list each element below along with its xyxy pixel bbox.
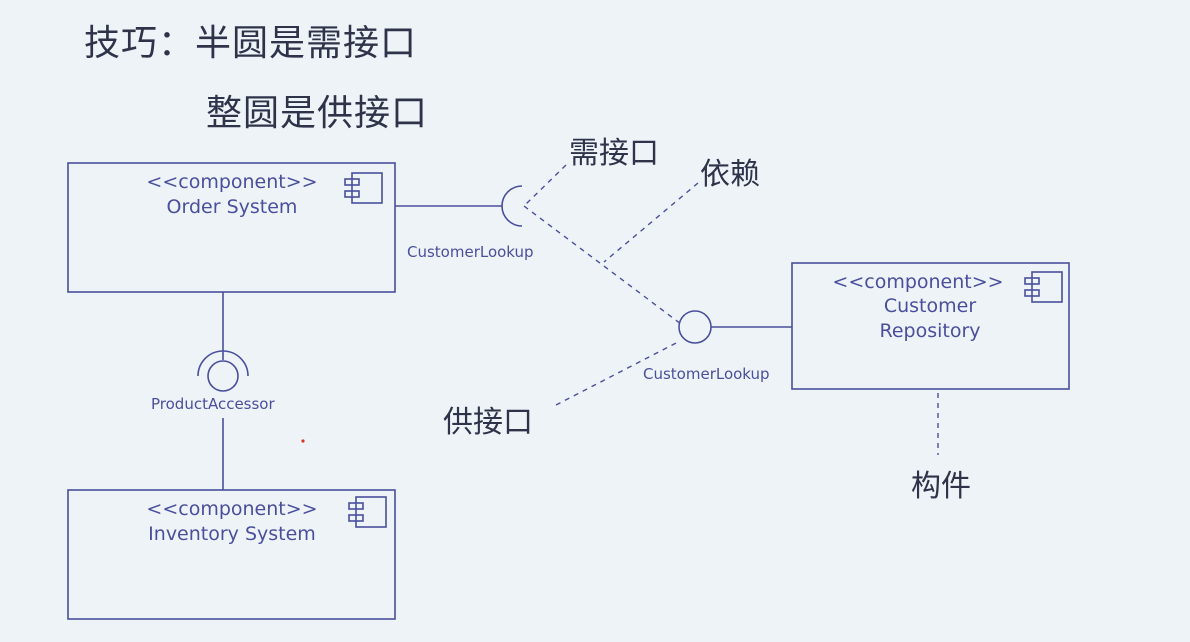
accessor-ball [207,360,239,392]
component-customer-repository[interactable]: <<component>> Customer Repository [791,262,1070,390]
required-interface-label: CustomerLookup [407,243,534,261]
annotation-pointer-required [523,164,567,207]
customer-repository-box [791,262,1070,390]
inventory-system-stereotype: <<component>> [146,498,317,520]
customer-repository-name-line2: Repository [879,320,980,342]
annotation-provided-interface: 供接口 [443,405,533,440]
provided-interface-label: CustomerLookup [643,365,770,383]
component-icon [344,172,383,204]
pointer-dot [301,439,305,443]
inventory-system-name: Inventory System [148,523,316,545]
annotation-component: 构件 [911,469,971,504]
socket-half-circle [501,185,523,227]
component-icon [1024,271,1063,303]
accessor-socket [197,350,249,377]
annotation-pointer-dependency [603,182,699,263]
inventory-system-box [67,489,396,620]
component-order-system[interactable]: <<component>> Order System [67,162,396,293]
required-interface-customer-lookup[interactable]: CustomerLookup [395,185,534,261]
slide-subtitle: 整圆是供接口 [206,93,429,134]
annotation-required-interface: 需接口 [569,136,659,171]
product-accessor-label: ProductAccessor [151,395,275,413]
component-icon [348,496,387,528]
dependency-dashed-line [523,205,682,325]
order-system-stereotype: <<component>> [146,171,317,193]
annotation-pointer-provided [555,340,681,406]
assembly-product-accessor[interactable]: ProductAccessor [151,292,275,490]
order-system-name: Order System [167,196,298,218]
component-inventory-system[interactable]: <<component>> Inventory System [67,489,396,620]
slide-title: 技巧：半圆是需接口 [84,23,418,64]
order-system-box [67,162,396,293]
lollipop-circle [678,310,712,344]
annotation-dependency: 依赖 [700,157,760,192]
customer-repository-stereotype: <<component>> [832,271,1003,293]
provided-interface-customer-lookup[interactable]: CustomerLookup [643,310,792,383]
customer-repository-name-line1: Customer [884,295,976,317]
